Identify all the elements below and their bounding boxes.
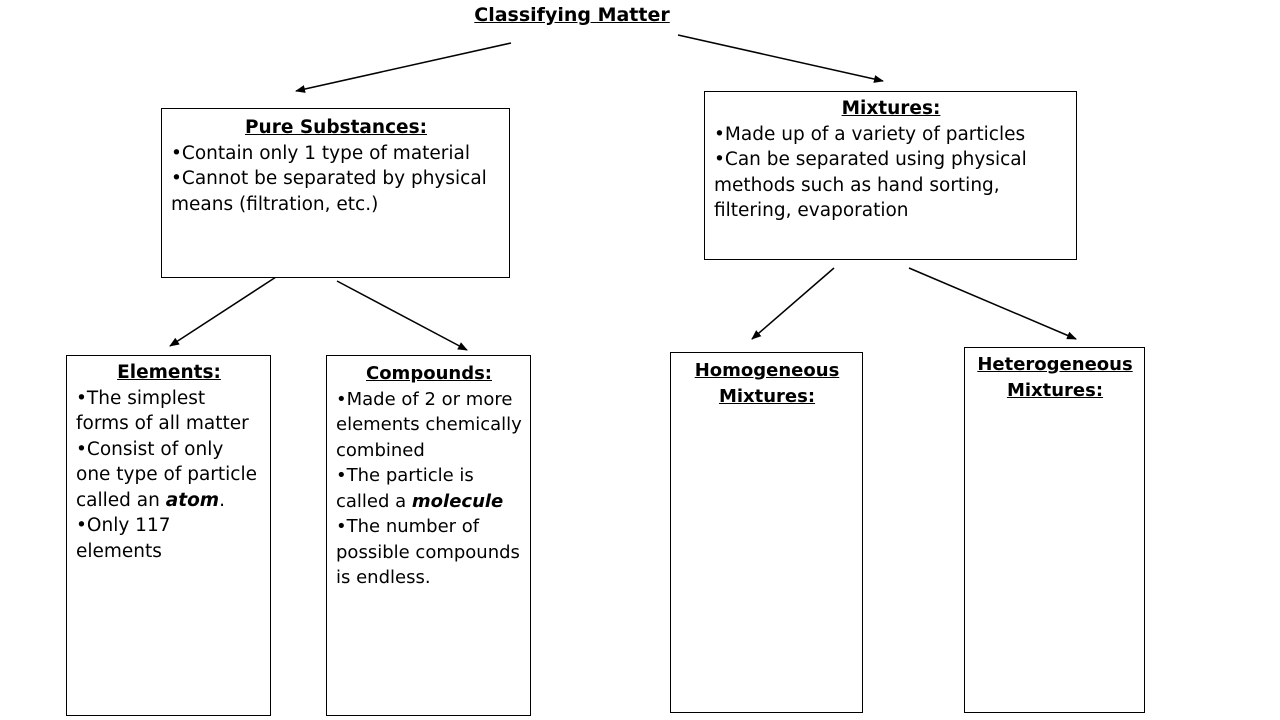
elements-bullet: The simplest forms of all matter [76,386,262,437]
pure-substances-bullet: Contain only 1 type of material [171,141,501,167]
arrow-title-to-pure-substances [295,42,512,93]
mixtures-bullet: Made up of a variety of particles [714,122,1068,148]
arrow-title-to-mixtures [677,34,884,83]
arrow-mixtures-to-homogeneous [751,267,835,340]
compounds-bullet-text: The particle is called a [336,465,474,512]
elements-list: The simplest forms of all matter Consist… [76,386,262,565]
elements-bullet-text: Consist of only one type of particle cal… [76,438,257,511]
heterogeneous-mixtures-box: Heterogeneous Mixtures: [964,347,1145,713]
compounds-bullet: Made of 2 or more elements chemically co… [336,387,522,464]
compounds-list: Made of 2 or more elements chemically co… [336,387,522,591]
homogeneous-mixtures-box: Homogeneous Mixtures: [670,352,863,713]
arrow-pure-to-elements [169,276,277,347]
mixtures-box: Mixtures: Made up of a variety of partic… [704,91,1077,260]
heterogeneous-mixtures-heading: Heterogeneous Mixtures: [977,354,1133,401]
elements-box: Elements: The simplest forms of all matt… [66,355,271,716]
mixtures-bullet: Can be separated using physical methods … [714,147,1068,224]
diagram-title: Classifying Matter [474,4,670,26]
mixtures-heading: Mixtures: [841,98,941,119]
compounds-bullet: The particle is called a molecule [336,463,522,514]
pure-substances-list: Contain only 1 type of material Cannot b… [171,141,501,218]
elements-bullet-end: . [219,489,225,511]
compounds-heading: Compounds: [365,363,492,384]
pure-substances-box: Pure Substances: Contain only 1 type of … [161,108,510,278]
arrow-pure-to-compounds [336,280,468,351]
atom-term: atom [165,489,220,511]
elements-heading: Elements: [117,362,221,383]
pure-substances-heading: Pure Substances: [244,117,427,138]
pure-substances-bullet: Cannot be separated by physical means (f… [171,166,501,217]
homogeneous-mixtures-heading: Homogeneous Mixtures: [694,360,840,407]
compounds-bullet: The number of possible compounds is endl… [336,514,522,591]
molecule-term: molecule [411,490,504,512]
elements-bullet: Consist of only one type of particle cal… [76,437,262,514]
elements-bullet: Only 117 elements [76,513,262,564]
mixtures-list: Made up of a variety of particles Can be… [714,122,1068,224]
compounds-box: Compounds: Made of 2 or more elements ch… [326,355,531,716]
arrow-mixtures-to-heterogeneous [908,267,1077,340]
